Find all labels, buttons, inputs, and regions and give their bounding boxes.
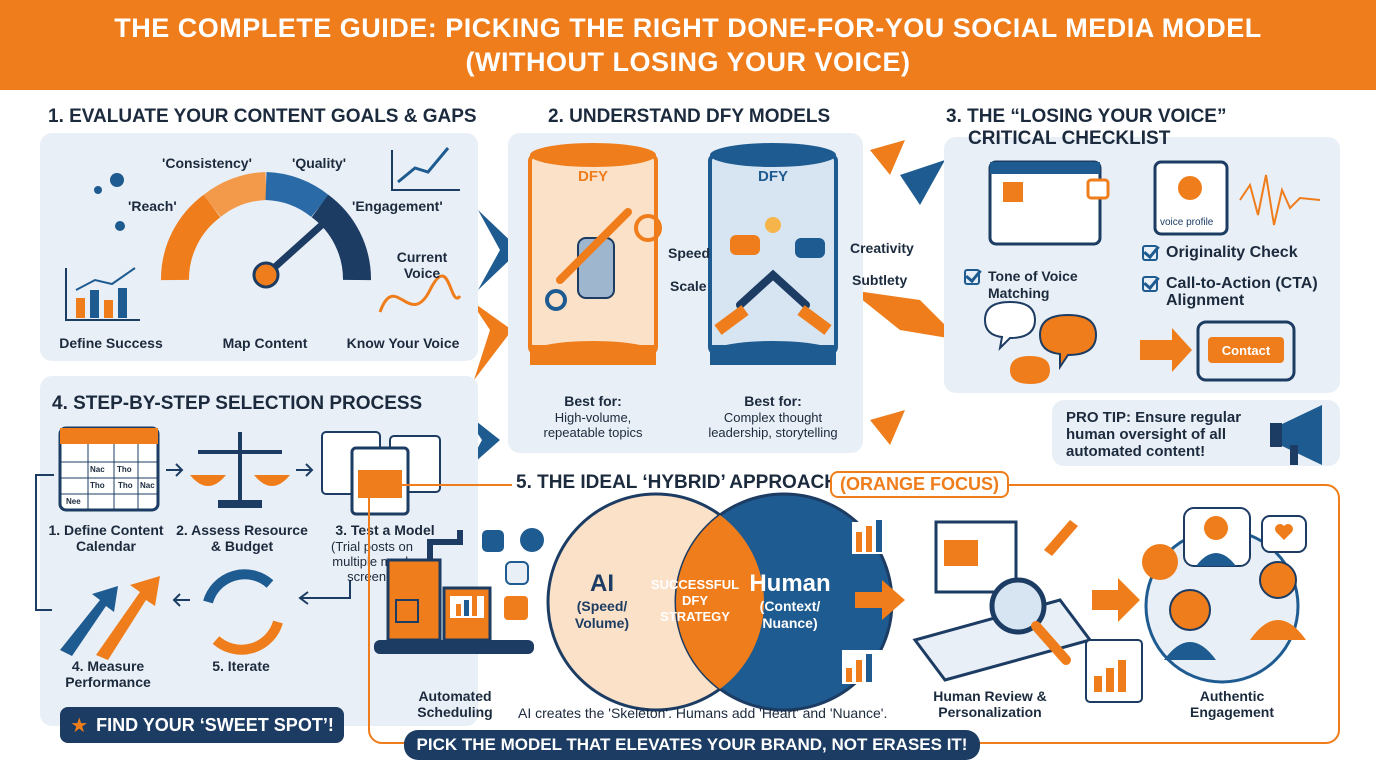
venn-human-title: Human xyxy=(749,570,831,597)
section4-title: 4. STEP-BY-STEP SELECTION PROCESS xyxy=(52,393,423,414)
step-define-success: Define Success xyxy=(59,335,163,351)
checkbox-icon xyxy=(1142,245,1158,261)
sweet-spot-badge: ★ FIND YOUR ‘SWEET SPOT’! xyxy=(60,707,344,743)
automated-scheduling-label: Automated Scheduling xyxy=(417,688,493,720)
section1-panel xyxy=(40,133,478,361)
check-originality: Originality Check xyxy=(1142,244,1298,262)
human-best-for: Complex thought leadership, storytelling xyxy=(708,410,838,440)
header-title-line1: THE COMPLETE GUIDE: PICKING THE RIGHT DO… xyxy=(114,13,1262,43)
section3-title-line2: CRITICAL CHECKLIST xyxy=(968,128,1171,149)
checkbox-icon xyxy=(1142,276,1158,292)
human-led-title: HUMAN-LED DFY xyxy=(727,150,819,185)
human-review-label: Human Review & Personalization xyxy=(933,688,1047,720)
gauge-label-reach: 'Reach' xyxy=(128,198,177,214)
header-banner: THE COMPLETE GUIDE: PICKING THE RIGHT DO… xyxy=(0,0,1376,90)
voice-profile-label: voice profile xyxy=(1160,217,1214,228)
human-best-for-label: Best for: xyxy=(744,393,802,409)
check-tone-of-voice: Tone of Voice Matching xyxy=(964,268,1098,302)
venn-ai-sub: (Speed/ Volume) xyxy=(574,598,630,631)
tag-subtlety: Subtlety xyxy=(852,272,908,288)
check-cta-alignment: Call-to-Action (CTA) Alignment xyxy=(1142,275,1346,309)
gauge-label-engagement: 'Engagement' xyxy=(352,198,443,214)
step-test-a-model: 3. Test a Model xyxy=(335,522,435,538)
ai-powered-title: AI-POWERED DFY xyxy=(544,150,642,185)
tag-scale: Scale xyxy=(670,278,707,294)
step-iterate: 5. Iterate xyxy=(212,658,270,674)
contact-button[interactable]: Contact xyxy=(1208,337,1284,363)
calendar-cell: Nac xyxy=(90,465,105,474)
calendar-cell: Nac xyxy=(140,481,155,490)
venn-ai-title: AI xyxy=(590,570,614,597)
section1-title: 1. EVALUATE YOUR CONTENT GOALS & GAPS xyxy=(48,106,477,127)
checkbox-icon xyxy=(964,269,980,285)
gauge-label-quality: 'Quality' xyxy=(292,155,347,171)
venn-center-label: SUCCESSFUL DFY STRATEGY xyxy=(650,577,740,624)
authentic-engagement-label: Authentic Engagement xyxy=(1189,688,1274,720)
step-define-content-calendar: 1. Define Content Calendar xyxy=(48,522,164,554)
calendar-cell: Tho xyxy=(90,481,105,490)
calendar-cell: Tho xyxy=(117,465,132,474)
calendar-cell: Nee xyxy=(66,497,81,506)
tag-creativity: Creativity xyxy=(850,240,914,256)
step-measure-performance: 4. Measure Performance xyxy=(65,658,151,690)
section2-title: 2. UNDERSTAND DFY MODELS xyxy=(548,106,831,127)
section5-title: 5. THE IDEAL ‘HYBRID’ APPROACH xyxy=(512,472,842,494)
pro-tip-text: PRO TIP: Ensure regular human oversight … xyxy=(1066,409,1242,460)
closing-banner: PICK THE MODEL THAT ELEVATES YOUR BRAND,… xyxy=(404,730,980,760)
ai-best-for: High-volume, repeatable topics xyxy=(543,410,643,440)
tag-speed: Speed xyxy=(668,245,711,261)
hybrid-caption: AI creates the 'Skeleton'. Humans add 'H… xyxy=(518,705,888,721)
section3-title-line1: 3. THE “LOSING YOUR VOICE” xyxy=(946,106,1227,127)
gauge-label-consistency: 'Consistency' xyxy=(162,155,252,171)
calendar-cell: Tho xyxy=(118,481,133,490)
venn-human-sub: (Context/ Nuance) xyxy=(759,598,821,631)
step-assess-resource-budget: 2. Assess Resource & Budget xyxy=(176,522,308,554)
step-map-content: Map Content xyxy=(222,335,308,351)
star-icon: ★ xyxy=(70,714,89,737)
current-voice-label: Current Voice xyxy=(396,249,448,281)
ai-best-for-label: Best for: xyxy=(564,393,622,409)
orange-focus-tag: (ORANGE FOCUS) xyxy=(830,471,1009,498)
step-know-your-voice: Know Your Voice xyxy=(346,335,460,351)
header-title-line2: (WITHOUT LOSING YOUR VOICE) xyxy=(465,47,911,77)
